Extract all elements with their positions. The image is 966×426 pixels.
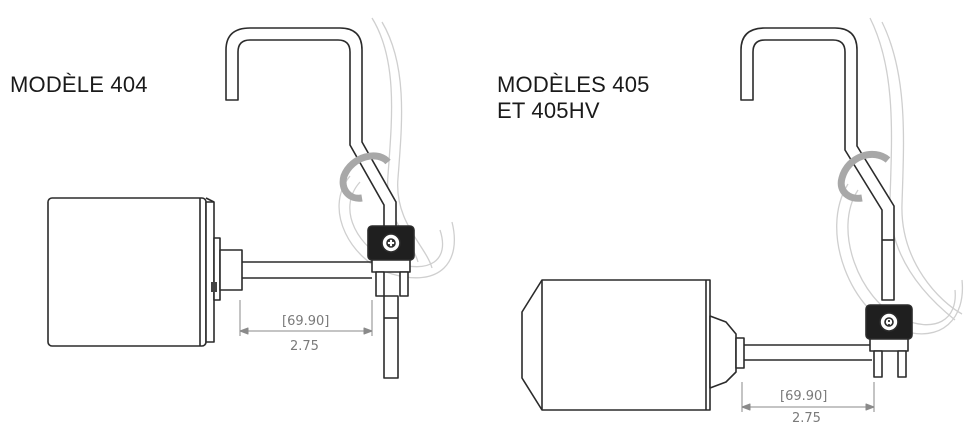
camera-body-405 (521, 279, 745, 411)
hook-bar (225, 27, 397, 231)
shaft-404 (242, 261, 372, 279)
dimension-404-metric: [69.90] (282, 314, 329, 329)
model-404-title: MODÈLE 404 (10, 72, 148, 97)
model-405-title-line2: ET 405HV (497, 98, 600, 123)
camera-body-404 (47, 197, 243, 347)
hook-clip-405 (837, 150, 891, 202)
dimension-404 (239, 300, 373, 336)
dimension-405-imperial: 2.75 (792, 411, 821, 426)
clamp-404 (367, 225, 415, 379)
dimension-404-imperial: 2.75 (290, 339, 319, 354)
dimension-405-metric: [69.90] (780, 389, 827, 404)
model-405-title-line1: MODÈLES 405 (497, 72, 650, 97)
model-404-assembly (47, 17, 456, 379)
hook-bar-405 (740, 27, 895, 301)
clamp-405 (865, 304, 913, 378)
dimension-405 (741, 382, 875, 412)
shaft-405 (744, 344, 872, 361)
model-405-assembly (521, 17, 964, 412)
hook-clip (339, 152, 391, 202)
